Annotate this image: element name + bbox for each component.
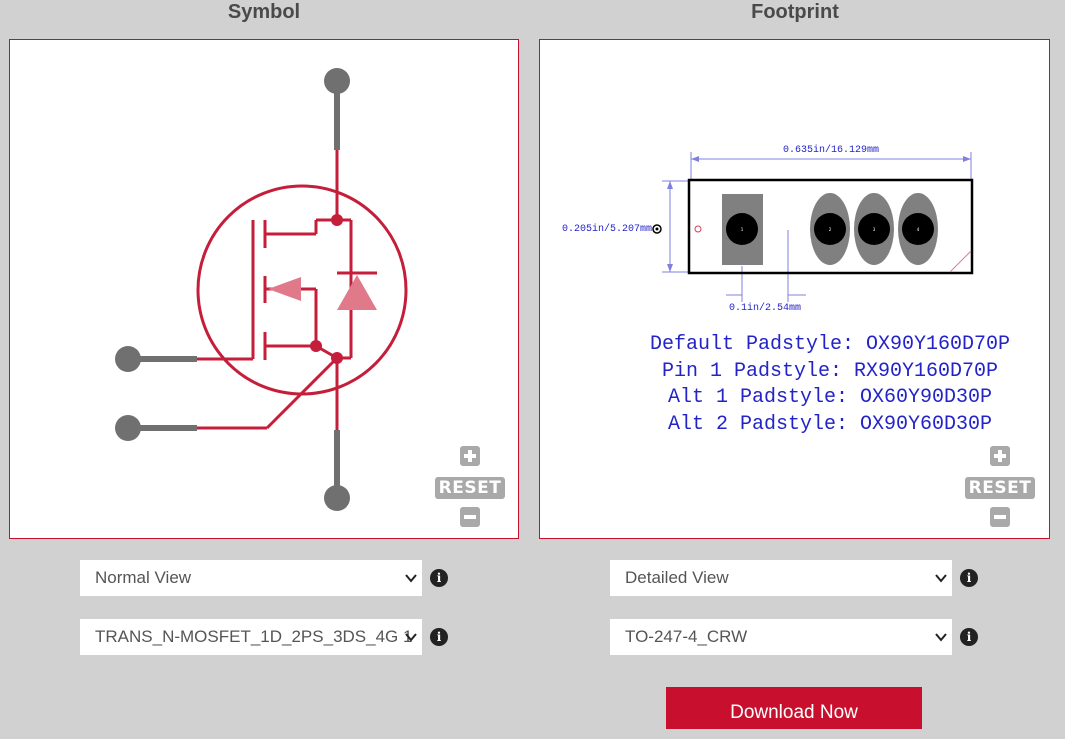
pin-gate-endpoint [115, 346, 141, 372]
symbol-reset-button[interactable]: RESET [435, 477, 505, 499]
symbol-pins [115, 68, 350, 511]
pin-drain-endpoint [324, 68, 350, 94]
footprint-diagram: 0.635in/16.129mm 0.205in/5.207mm 0.1in/2… [562, 144, 974, 314]
pin-sense-endpoint [115, 415, 141, 441]
junction-dots [310, 214, 343, 364]
padstyle-alt2: Alt 2 Padstyle: OX90Y60D30P [667, 412, 993, 436]
info-icon[interactable]: i [960, 628, 978, 646]
body-diode-triangle [337, 275, 377, 310]
pin-number: 3 [873, 227, 876, 232]
height-dimension-label: 0.205in/5.207mm [562, 223, 652, 235]
padstyle-default: Default Padstyle: OX90Y160D70P [649, 333, 1011, 356]
footprint-zoom-out-button[interactable] [990, 507, 1010, 527]
minus-icon [464, 515, 476, 519]
pin-number: 2 [829, 227, 832, 232]
pin-source-endpoint [324, 485, 350, 511]
symbol-zoom-out-button[interactable] [460, 507, 480, 527]
width-dimension-label: 0.635in/16.129mm [783, 144, 879, 156]
footprint-view-select[interactable]: Detailed View [610, 560, 952, 596]
footprint-package-select[interactable]: TO-247-4_CRW [610, 619, 952, 655]
chevron-down-icon [935, 574, 947, 583]
symbol-view-value: Normal View [95, 568, 192, 587]
padstyle-alt1: Alt 1 Padstyle: OX60Y90D30P [667, 386, 993, 409]
symbol-panel[interactable]: RESET [9, 39, 519, 539]
symbol-part-value: TRANS_N-MOSFET_1D_2PS_3DS_4G 1 [95, 627, 413, 646]
package-outline [687, 178, 974, 275]
symbol-heading: Symbol [227, 1, 301, 23]
channel-arrow [268, 277, 301, 301]
footprint-package-value: TO-247-4_CRW [625, 627, 748, 646]
pin1-marker [694, 225, 702, 233]
info-icon[interactable]: i [430, 628, 448, 646]
info-icon[interactable]: i [430, 569, 448, 587]
padstyle-pin1: Pin 1 Padstyle: RX90Y160D70P [661, 359, 999, 383]
symbol-part-select[interactable]: TRANS_N-MOSFET_1D_2PS_3DS_4G 1 [80, 619, 422, 655]
chevron-down-icon [405, 633, 417, 642]
mosfet-body [196, 150, 408, 430]
mosfet-symbol-diagram [115, 68, 408, 511]
download-now-button[interactable]: Download Now [666, 687, 922, 729]
chevron-down-icon [405, 574, 417, 583]
pin-number: 4 [917, 227, 920, 232]
pitch-dimension-label: 0.1in/2.54mm [729, 302, 801, 314]
footprint-zoom-in-button[interactable] [990, 446, 1010, 466]
pin-number: 1 [741, 227, 744, 232]
footprint-heading: Footprint [751, 1, 839, 23]
symbol-view-select[interactable]: Normal View [80, 560, 422, 596]
symbol-zoom-in-button[interactable] [460, 446, 480, 466]
minus-icon [994, 515, 1006, 519]
info-icon[interactable]: i [960, 569, 978, 587]
chevron-down-icon [935, 633, 947, 642]
padstyle-list: Default Padstyle: OX90Y160D70P Pin 1 Pad… [595, 332, 1065, 438]
footprint-reset-button[interactable]: RESET [965, 477, 1035, 499]
footprint-view-value: Detailed View [625, 568, 729, 587]
footprint-panel[interactable]: 0.635in/16.129mm 0.205in/5.207mm 0.1in/2… [539, 39, 1050, 539]
